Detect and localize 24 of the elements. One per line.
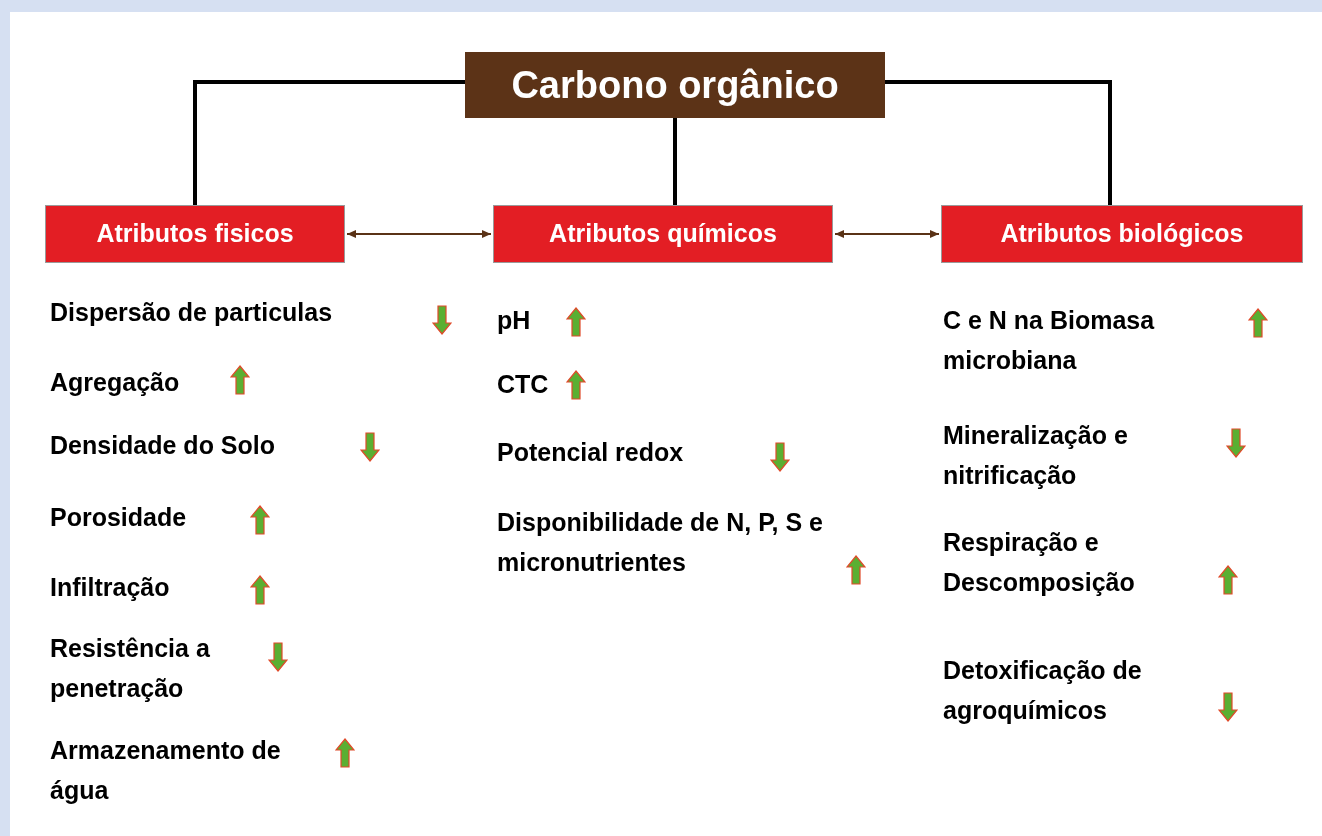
attribute-label: CTC: [497, 369, 550, 400]
attribute-label: Infiltração: [50, 572, 171, 603]
double-arrow: [834, 230, 940, 238]
attribute-label: Armazenamento de água: [50, 735, 282, 806]
title-box: Carbono orgânico: [465, 52, 885, 118]
attribute-label: Resistência a penetração: [50, 633, 211, 704]
category-box: Atributos fisicos: [45, 205, 345, 263]
attribute-label: Densidade do Solo: [50, 430, 277, 461]
attribute-label: Agregação: [50, 367, 181, 398]
attribute-label: Detoxificação de agroquímicos: [943, 655, 1143, 726]
double-arrow: [346, 230, 492, 238]
connector-line: [885, 80, 1112, 205]
attribute-label: pH: [497, 305, 532, 336]
attribute-label: Dispersão de particulas: [50, 297, 334, 328]
attribute-label: Potencial redox: [497, 437, 685, 468]
attribute-label: Disponibilidade de N, P, S e micronutrientes: [497, 507, 824, 578]
connector-line: [673, 118, 677, 205]
connector-line: [193, 80, 465, 205]
attribute-label: Porosidade: [50, 502, 188, 533]
category-box: Atributos químicos: [493, 205, 833, 263]
attribute-label: Respiração e Descomposição: [943, 527, 1136, 598]
attribute-label: C e N na Biomasa microbiana: [943, 305, 1156, 376]
category-box: Atributos biológicos: [941, 205, 1303, 263]
attribute-label: Mineralização e nitrificação: [943, 420, 1129, 491]
